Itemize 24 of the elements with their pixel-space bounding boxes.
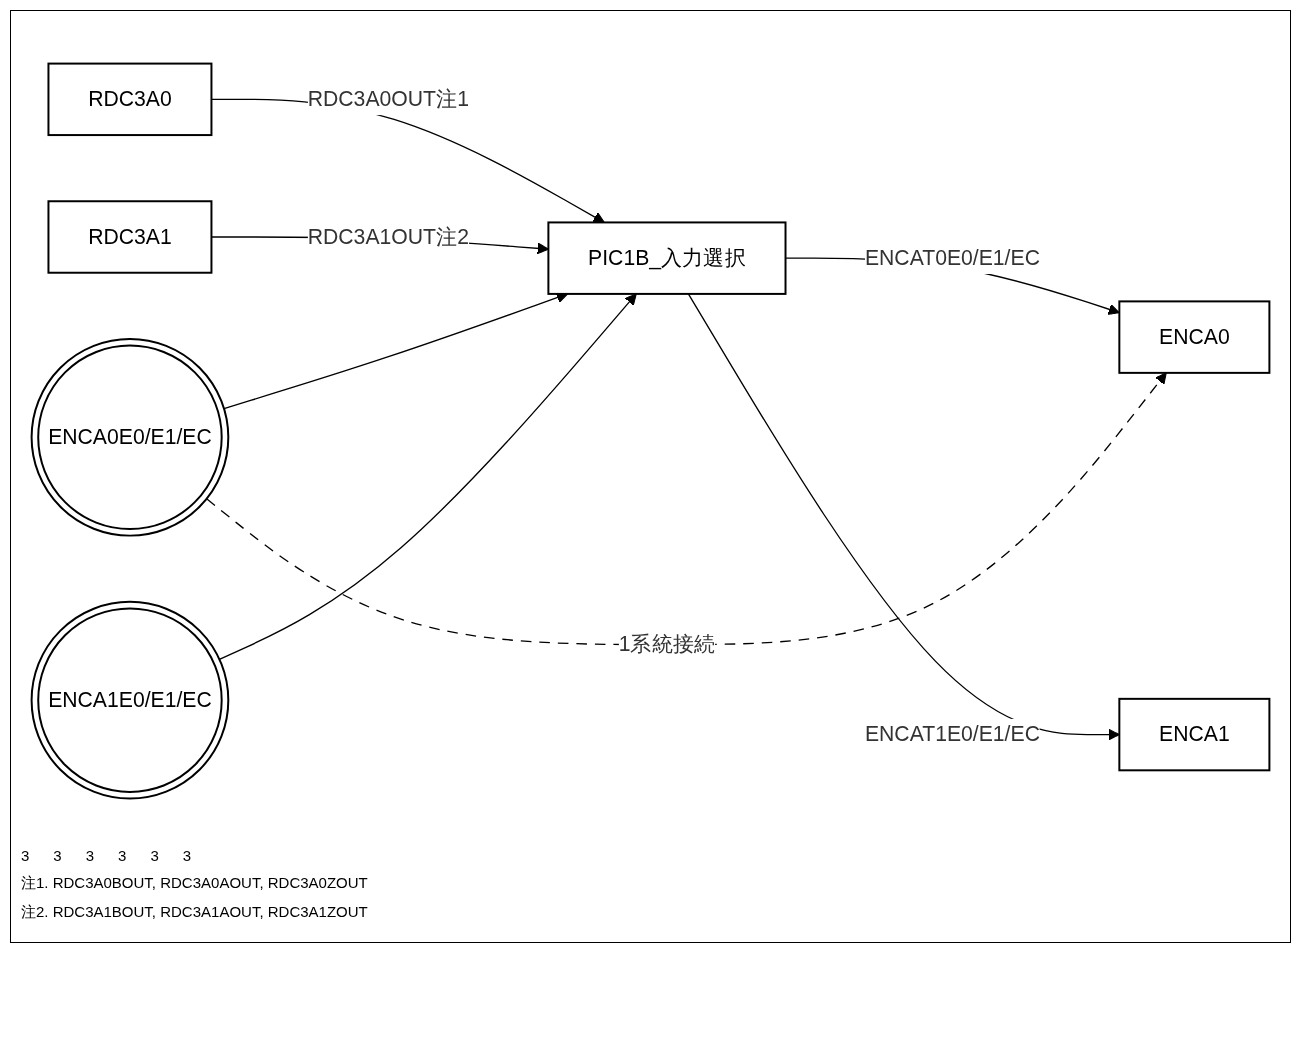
node-circle	[30, 337, 230, 537]
block-diagram: RDC3A0OUT注1 RDC3A1OUT注2 ENCAT0E0/E1/EC ENCAT1E0/E1/EC 1系統接続 RDC3A0 RDC3A1 ENCA0E0/E1/EC ENCA1E0/E1/EC PIC1B_入力選択 ENCA0 ENCA1	[21, 52, 1280, 810]
bus-width-label: 3	[118, 847, 127, 864]
bus-width-label: 3	[21, 847, 30, 864]
footnote: 注2. RDC3A1BOUT, RDC3A1AOUT, RDC3A1ZOUT	[21, 903, 369, 922]
edge-label: RDC3A0OUT注1	[307, 87, 469, 110]
edge-label: 1系統接続	[618, 632, 716, 656]
arrow	[687, 293, 1120, 741]
node-box	[547, 221, 787, 295]
node-box	[1118, 697, 1271, 772]
edge-label: RDC3A1OUT注2	[307, 225, 469, 248]
bus-width-label: 3	[53, 847, 62, 864]
edge-label: ENCAT0E0/E1/EC	[864, 246, 1040, 269]
node-circle	[30, 600, 230, 800]
bus-width-label: 3	[150, 847, 159, 864]
arrow	[218, 293, 637, 660]
footnote: 注1. RDC3A0BOUT, RDC3A0AOUT, RDC3A0ZOUT	[21, 874, 369, 893]
node-box	[1118, 300, 1271, 374]
bus-width-label: 3	[182, 847, 192, 864]
node-box	[47, 62, 213, 136]
node-box	[47, 200, 213, 274]
arrow	[206, 372, 1167, 646]
bus-width-label: 3	[85, 847, 95, 864]
edge-label: ENCAT1E0/E1/EC	[864, 722, 1040, 746]
